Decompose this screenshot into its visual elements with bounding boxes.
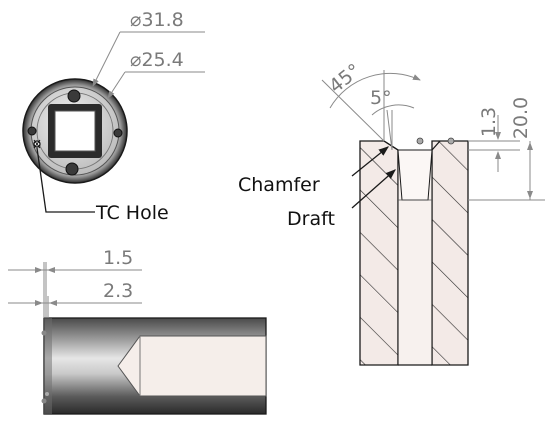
callout-tc-hole: TC Hole — [36, 147, 169, 224]
label-draft: Draft — [287, 208, 335, 230]
label-angle-45: 45° — [325, 60, 365, 98]
dimension-1-5: 1.5 — [8, 247, 142, 318]
label-diameter-inner: ⌀25.4 — [130, 49, 184, 71]
label-dim-1-5: 1.5 — [103, 247, 133, 269]
label-chamfer: Chamfer — [238, 174, 320, 196]
end-view — [22, 78, 128, 184]
dimension-angle-5: 5° — [370, 87, 415, 151]
dimension-20-0: 20.0 — [468, 97, 545, 201]
dimension-diameter-inner: ⌀25.4 — [107, 49, 205, 99]
callout-draft: Draft — [287, 169, 396, 230]
dimension-2-3: 2.3 — [8, 280, 142, 318]
label-diameter-outer: ⌀31.8 — [130, 9, 184, 31]
callout-chamfer: Chamfer — [238, 146, 390, 196]
label-dim-2-3: 2.3 — [103, 280, 133, 302]
side-view — [41, 317, 267, 415]
label-dim-1-3: 1.3 — [478, 107, 500, 137]
label-dim-20-0: 20.0 — [510, 97, 532, 139]
label-tc-hole: TC Hole — [95, 202, 169, 224]
dimension-1-3: 1.3 — [468, 107, 520, 172]
section-view — [359, 137, 469, 366]
label-angle-5: 5° — [370, 87, 392, 109]
dimension-diameter-outer: ⌀31.8 — [92, 9, 205, 87]
